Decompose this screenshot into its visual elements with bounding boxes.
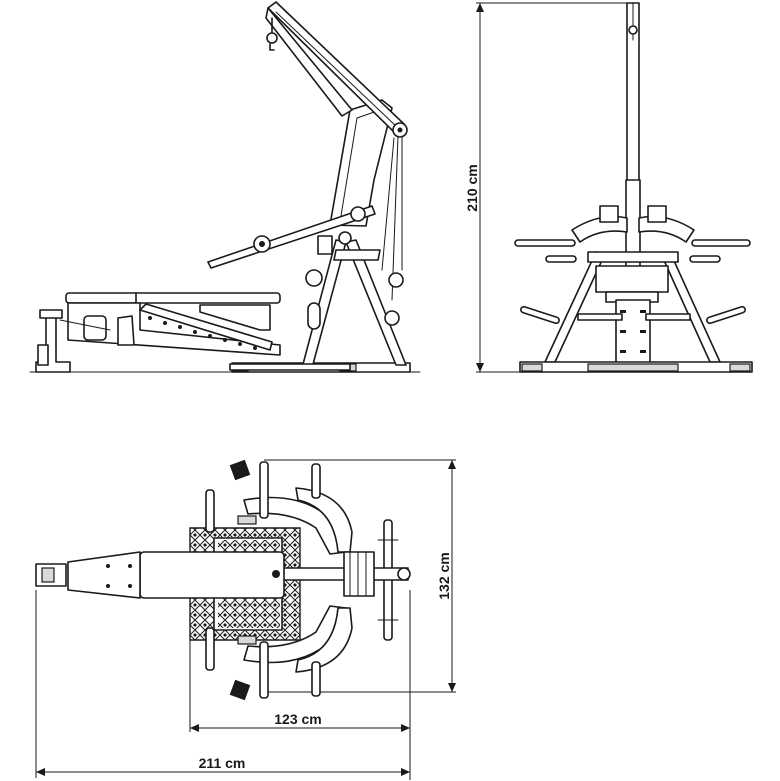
inner-width-label: 123 cm — [274, 711, 321, 727]
front-left-leg — [544, 251, 605, 363]
handle-pin — [307, 302, 321, 330]
bench-pad — [65, 292, 281, 304]
handle-bar-left — [259, 461, 269, 519]
pulley-low — [384, 310, 400, 326]
pulley-mid — [388, 272, 404, 288]
rear-leg — [345, 239, 407, 366]
front-view: 210 cm — [464, 2, 753, 373]
boom-arm — [265, 7, 353, 117]
front-right-leg — [661, 251, 721, 363]
side-view — [29, 1, 421, 373]
weight-horn — [305, 269, 323, 287]
total-width-label: 211 cm — [199, 755, 246, 771]
depth-label: 132 cm — [436, 552, 452, 599]
crossbar — [333, 249, 381, 261]
top-bench-pad — [139, 551, 285, 599]
handle-bar-right — [259, 641, 269, 699]
left-handle — [514, 239, 576, 247]
top-bench-head — [67, 551, 141, 599]
frame-holes — [148, 316, 257, 350]
cable-clip — [266, 32, 278, 44]
seat-pad — [595, 265, 669, 293]
height-label: 210 cm — [464, 164, 480, 211]
top-view: 132 cm — [35, 459, 456, 780]
left-arm — [571, 215, 628, 243]
right-arm — [638, 215, 695, 243]
press-arm — [207, 205, 376, 269]
right-handle — [691, 239, 751, 247]
